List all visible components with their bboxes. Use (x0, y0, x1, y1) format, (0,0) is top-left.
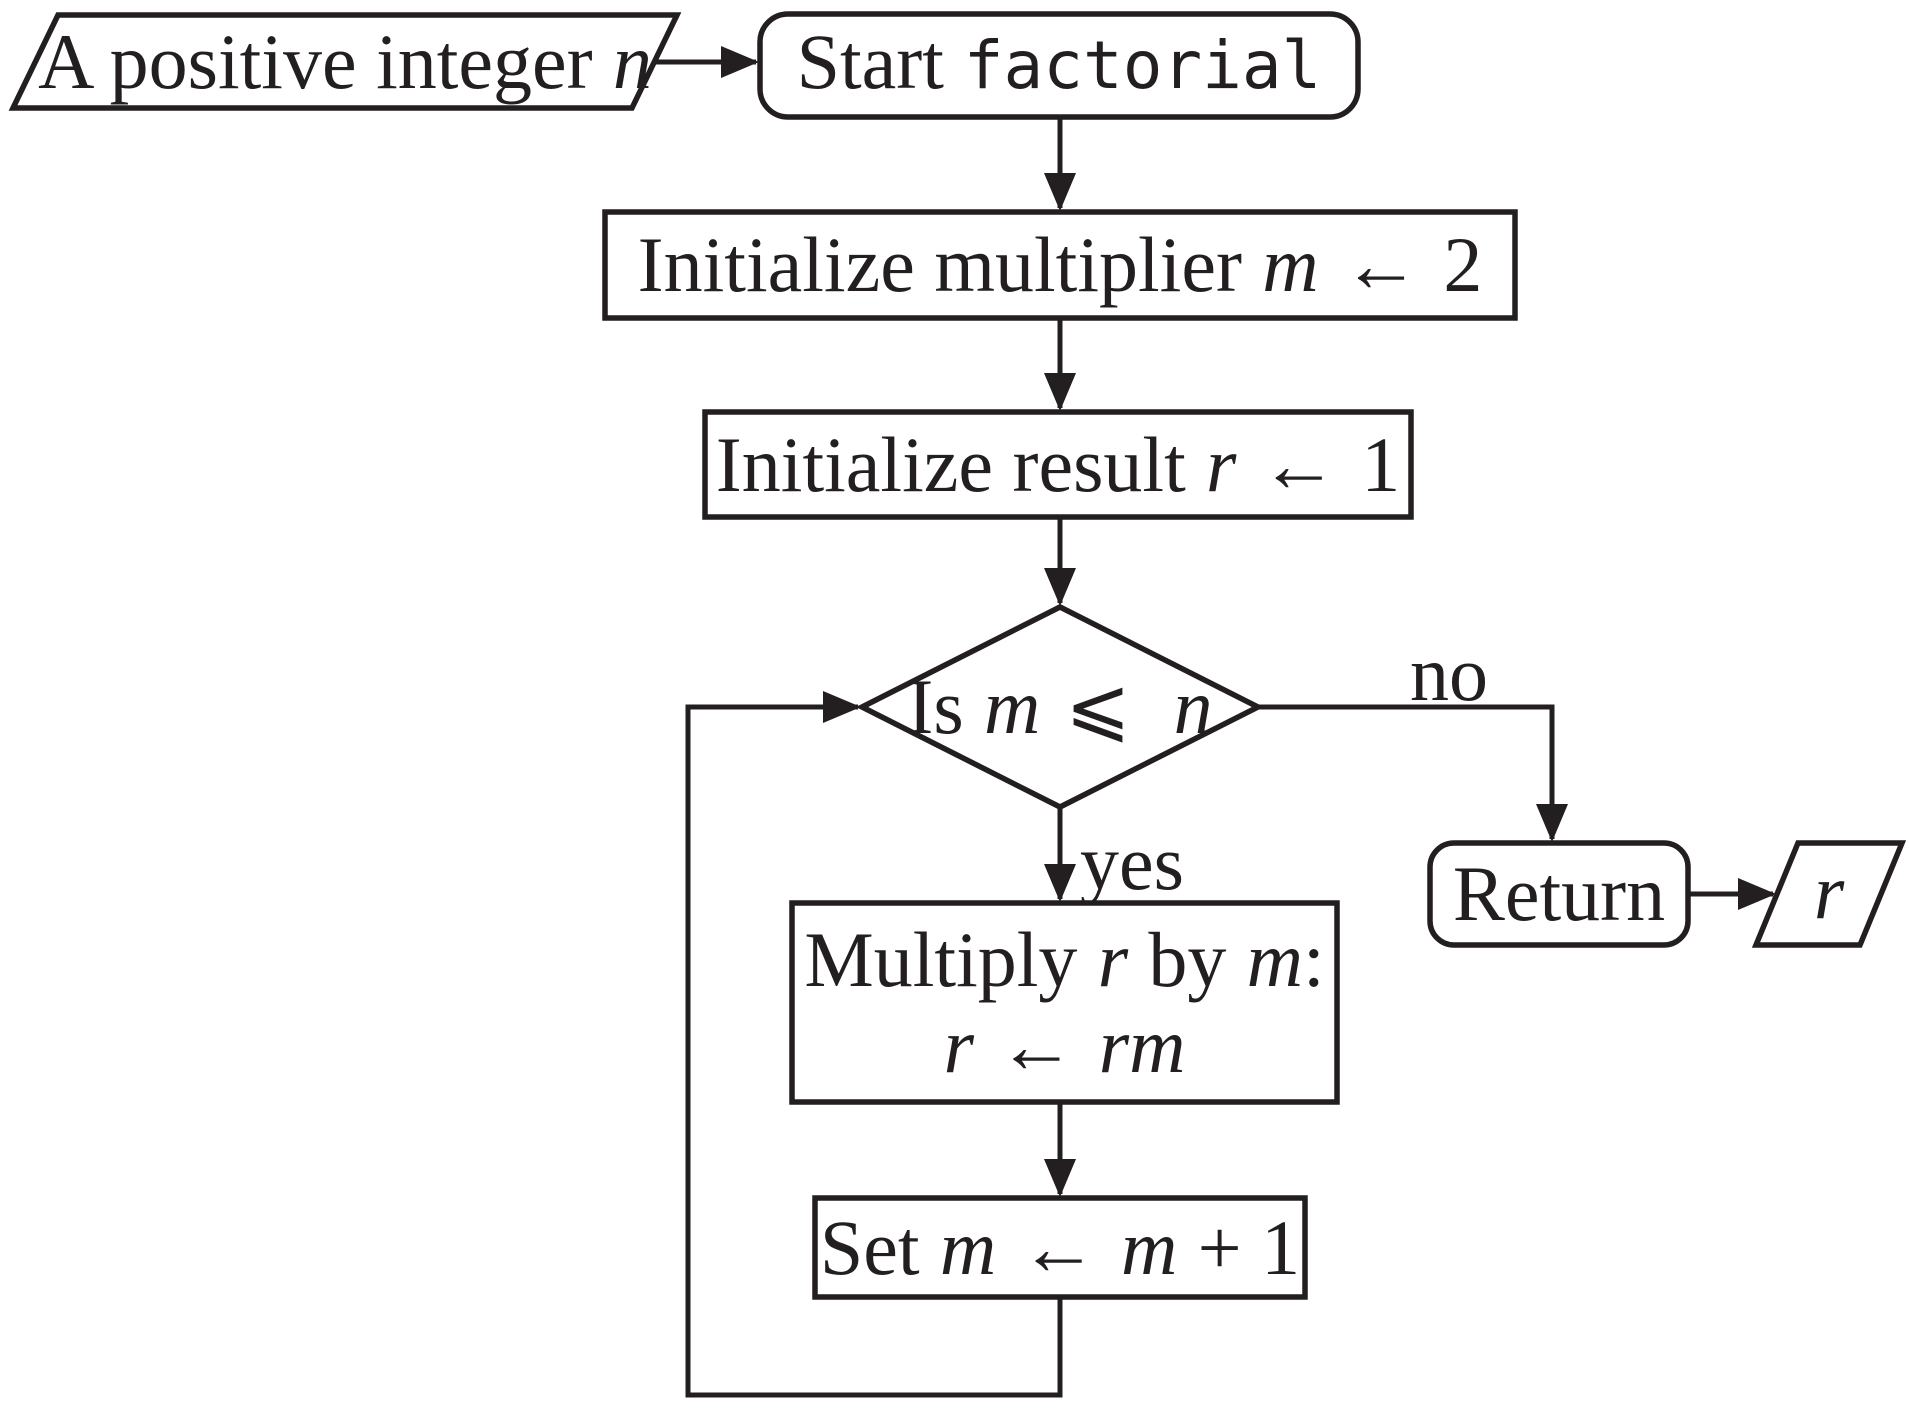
increment-box (812, 1195, 1308, 1300)
variable-r: r (1206, 420, 1237, 508)
assign-arrow: ← (1019, 1203, 1098, 1291)
edge-condition-no-to-return (1258, 704, 1569, 842)
output-label: r (1756, 841, 1902, 943)
edge-increment-loop-to-condition (685, 690, 1063, 1398)
variable-m: m (939, 1203, 997, 1291)
assign-arrow: ← (1341, 221, 1420, 309)
assign-arrow: ← (997, 1001, 1076, 1089)
yes-branch-label: yes (1080, 819, 1184, 907)
return-label: Return (1452, 850, 1666, 938)
colon: : (1302, 915, 1325, 1003)
output-parallelogram (1751, 840, 1907, 948)
value-1: 1 (1361, 420, 1401, 508)
return-terminator-shape (1427, 840, 1691, 948)
leq-operator: ⩽ (1065, 663, 1131, 751)
multiply-line2: r ←rm (943, 1001, 1186, 1089)
variable-n: n (1173, 663, 1213, 751)
value-2: 2 (1443, 221, 1483, 309)
variable-m: m (1262, 221, 1319, 309)
assign-arrow: ← (1259, 420, 1338, 508)
multiply-box (789, 900, 1340, 1105)
init-multiplier-box (602, 209, 1518, 321)
variable-m: m (984, 663, 1041, 751)
variable-r: r (1813, 848, 1845, 936)
variable-n: n (612, 17, 652, 105)
variable-m: m (1120, 1203, 1178, 1291)
expression-rm: rm (1098, 1001, 1186, 1089)
variable-m: m (1246, 915, 1303, 1003)
variable-r: r (1097, 915, 1129, 1003)
variable-r: r (943, 1001, 974, 1089)
start-terminator-shape (757, 11, 1361, 120)
plus-one: + 1 (1197, 1203, 1301, 1291)
init-result-box (702, 409, 1414, 520)
condition-diamond (855, 603, 1265, 811)
code-factorial: factorial (963, 26, 1322, 104)
no-branch-label: no (1410, 630, 1488, 718)
input-parallelogram (8, 12, 682, 111)
